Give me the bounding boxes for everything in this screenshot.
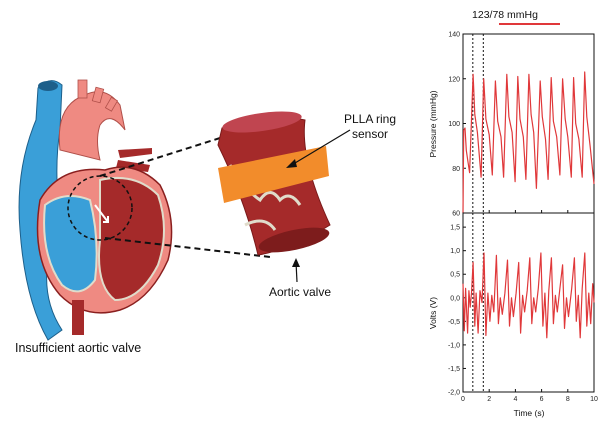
valve-label: Aortic valve xyxy=(269,285,331,299)
x-tick-label: 4 xyxy=(513,396,517,403)
heart-illustration xyxy=(18,79,173,341)
y-tick-label: 100 xyxy=(448,121,460,128)
y-tick-label: -1,5 xyxy=(448,366,460,373)
aortic-branch-2 xyxy=(91,86,105,104)
regurgitation-arrow-icon xyxy=(94,204,109,223)
vena-cava-opening xyxy=(38,81,58,91)
aortic-valve-illustration xyxy=(217,111,331,256)
descending-aorta xyxy=(72,300,84,335)
x-tick-label: 2 xyxy=(487,396,491,403)
right-ventricle xyxy=(43,195,98,293)
zoom-line-top xyxy=(99,137,221,177)
left-ventricle xyxy=(98,176,165,302)
voltage-axis-label: Volts (V) xyxy=(428,297,438,329)
valve-bottom-opening xyxy=(258,227,330,253)
plla-ring-sensor xyxy=(218,146,329,203)
sensor-label-line1: PLLA ring xyxy=(344,112,396,126)
voltage-series-line xyxy=(462,252,595,339)
y-tick-label: 0,0 xyxy=(450,295,460,302)
aortic-branch-3 xyxy=(104,96,119,112)
sensor-arrowhead-icon xyxy=(286,159,297,168)
pressure-axis-label: Pressure (mmHg) xyxy=(428,90,438,157)
y-tick-label: -1,0 xyxy=(448,342,460,349)
x-tick-label: 6 xyxy=(540,396,544,403)
legend-label: 123/78 mmHg xyxy=(472,9,538,21)
time-axis-label: Time (s) xyxy=(514,408,545,418)
heart-caption: Insufficient aortic valve xyxy=(15,341,141,355)
y-tick-label: 120 xyxy=(448,76,460,83)
y-tick-label: 0,5 xyxy=(450,272,460,279)
voltage-chart: -2,0 -1,5 -1,0 -0,5 0,0 0,5 1,0 1,5 0 2 4 6 8 10 xyxy=(448,212,598,403)
aortic-branch-1 xyxy=(77,79,88,99)
x-tick-label: 0 xyxy=(461,396,465,403)
y-tick-label: 1,5 xyxy=(450,225,460,232)
plot-frame xyxy=(462,212,595,393)
x-tick-label: 8 xyxy=(566,396,570,403)
y-tick-label: 140 xyxy=(448,32,460,39)
x-tick-label: 10 xyxy=(590,396,598,403)
sensor-pointer-arrow xyxy=(289,129,351,167)
y-tick-label: 80 xyxy=(452,166,460,173)
y-tick-label: -2,0 xyxy=(448,390,460,397)
pulmonary-veins xyxy=(116,148,152,172)
pressure-series-line xyxy=(462,71,595,214)
sensor-label-line2: sensor xyxy=(352,127,388,141)
y-tick-label: -0,5 xyxy=(448,319,460,326)
pressure-chart: 60 80 100 120 140 xyxy=(448,32,595,218)
y-tick-label: 1,0 xyxy=(450,248,460,255)
zoom-line-bottom xyxy=(104,237,271,258)
valve-arrowhead-icon xyxy=(292,258,300,267)
y-tick-label: 60 xyxy=(452,211,460,218)
valve-top-opening xyxy=(222,111,302,133)
